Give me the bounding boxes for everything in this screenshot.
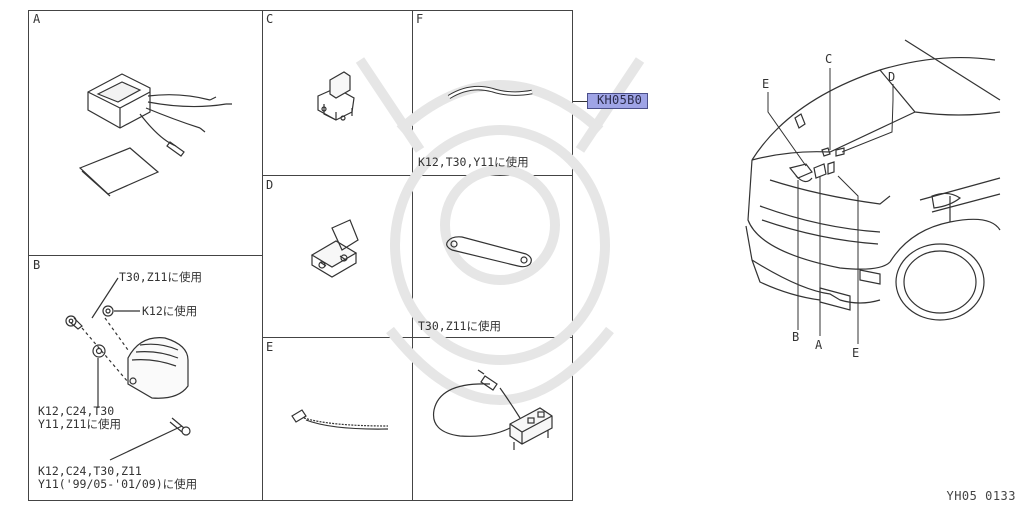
- vehicle-callout-c: C: [825, 52, 833, 66]
- panel-f-usage-note: K12,T30,Y11に使用: [418, 155, 529, 169]
- vehicle-callout-e-bottom: E: [852, 346, 860, 360]
- panel-e-label: E: [266, 340, 274, 354]
- sensor-cable-part: [432, 369, 553, 450]
- panel-g-usage-note: T30,Z11に使用: [418, 319, 501, 333]
- vehicle-callout-e-top: E: [762, 77, 770, 91]
- grid-divider-v2: [412, 10, 413, 500]
- panel-b-note-t30-z11: T30,Z11に使用: [119, 270, 202, 284]
- watermark-crest: [355, 57, 645, 405]
- connector-part-d: [310, 219, 359, 278]
- vehicle-callout-a: A: [815, 338, 823, 352]
- vehicle-diagram: [745, 39, 1001, 344]
- panel-c-label: C: [266, 12, 274, 26]
- panel-b-note-k12: K12に使用: [142, 304, 198, 318]
- grid-bottom-border: [28, 500, 573, 501]
- panel-f-label: F: [416, 12, 424, 26]
- cable-tie-part-e: [291, 409, 389, 430]
- vehicle-callout-b: B: [792, 330, 800, 344]
- control-unit-part: [78, 73, 232, 197]
- panel-b-label: B: [33, 258, 41, 272]
- part-number-label[interactable]: KH05B0: [597, 93, 643, 107]
- part-number-highlight[interactable]: [587, 93, 648, 109]
- panel-a-label: A: [33, 12, 41, 26]
- grid-top-border: [28, 10, 573, 11]
- grid-right-border: [572, 10, 573, 500]
- grid-divider-row2: [262, 337, 573, 338]
- panel-b-note-washer: K12,C24,T30 Y11,Z11に使用: [38, 404, 121, 431]
- panel-d-label: D: [266, 178, 274, 192]
- strap-part: [446, 236, 532, 268]
- part-number-leader: [573, 101, 597, 102]
- wire-part-f: [447, 85, 533, 99]
- bracket-assembly-part: [65, 277, 191, 461]
- panel-b-note-bolt: K12,C24,T30,Z11 Y11('99/05-'01/09)に使用: [38, 464, 198, 491]
- vehicle-callout-d: D: [888, 70, 896, 84]
- grid-divider-a-b: [28, 255, 263, 256]
- clip-part-c: [317, 71, 355, 121]
- manual-booklet: [78, 147, 160, 195]
- diagram-code: YH05 0133: [946, 489, 1016, 503]
